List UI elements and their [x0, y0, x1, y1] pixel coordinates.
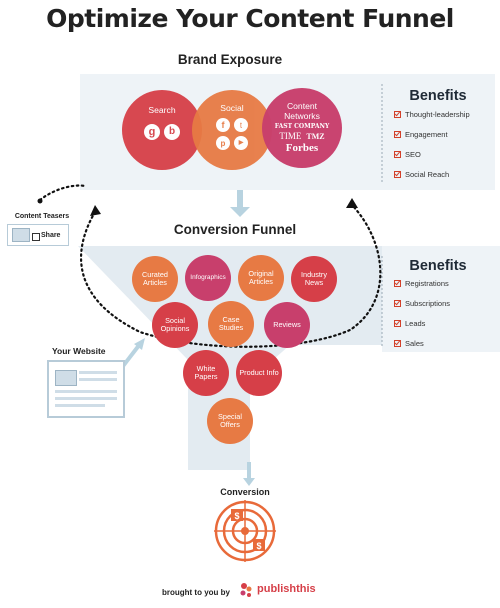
funnel-benefits-heading: Benefits	[409, 258, 467, 274]
fast-company-logo: FAST COMPANY	[274, 123, 330, 131]
industry-news-circle: Industry News	[291, 256, 337, 302]
google-icon: g	[144, 123, 160, 140]
conversion-label: Conversion	[220, 487, 270, 497]
reviews-circle: Reviews	[264, 302, 310, 348]
benefit-item: Registrations	[394, 277, 450, 289]
content-networks-label: Content Networks	[284, 100, 320, 121]
image-thumbnail-icon	[12, 228, 30, 242]
content-networks-circle: Content Networks FAST COMPANY TIME TMZ F…	[262, 88, 342, 168]
benefit-item: Leads	[394, 317, 450, 329]
benefit-item: Sales	[394, 337, 450, 349]
footer-prefix: brought to you by	[162, 588, 230, 597]
checkbox-icon	[394, 299, 401, 307]
social-opinions-circle: Social Opinions	[152, 302, 198, 348]
product-info-circle: Product Info	[236, 350, 282, 396]
brand-exposure-heading: Brand Exposure	[177, 52, 283, 67]
brand-benefits-list: Thought-leadership Engagement SEO Social…	[394, 108, 470, 180]
website-mockup	[47, 360, 125, 418]
funnel-benefits-list: Registrations Subscriptions Leads Sales	[394, 277, 450, 349]
infographics-circle: Infographics	[185, 255, 231, 301]
publishthis-logo: publishthis	[238, 580, 316, 598]
checkbox-icon	[394, 110, 401, 118]
checkbox-icon	[394, 319, 401, 327]
conversion-funnel-heading: Conversion Funnel	[173, 222, 297, 237]
share-label: Share	[41, 232, 61, 239]
content-teasers-label: Content Teasers	[14, 213, 70, 220]
white-papers-circle: White Papers	[183, 350, 229, 396]
curated-articles-circle: Curated Articles	[132, 256, 178, 302]
website-image-icon	[55, 370, 77, 386]
checkbox-icon	[394, 150, 401, 158]
youtube-icon: ▶	[234, 136, 248, 151]
checkbox-icon	[394, 279, 401, 287]
content-teaser-card: Share	[7, 224, 69, 246]
social-label: Social	[220, 102, 244, 113]
pinterest-icon: p	[216, 136, 230, 151]
benefit-item: Social Reach	[394, 168, 470, 180]
time-logo: TIME	[279, 131, 302, 142]
benefit-item: SEO	[394, 148, 470, 160]
forbes-logo: Forbes	[285, 141, 319, 154]
target-icon: $ $	[214, 500, 276, 562]
benefit-item: Engagement	[394, 128, 470, 140]
checkbox-icon	[394, 130, 401, 138]
down-arrow-icon-2	[243, 462, 255, 486]
checkbox-icon	[394, 339, 401, 347]
benefit-item: Subscriptions	[394, 297, 450, 309]
search-label: Search	[148, 105, 176, 116]
benefit-item: Thought-leadership	[394, 108, 470, 120]
twitter-icon: t	[234, 118, 248, 133]
page-title: Optimize Your Content Funnel	[46, 4, 454, 33]
search-circle: Search g b	[122, 90, 202, 170]
your-website-label: Your Website	[52, 346, 106, 356]
svg-text:$: $	[234, 511, 239, 521]
original-articles-circle: Original Articles	[238, 255, 284, 301]
down-arrow-icon	[230, 190, 250, 217]
brand-benefits-heading: Benefits	[409, 88, 467, 104]
facebook-icon: f	[216, 118, 230, 133]
publishthis-brand: publishthis	[257, 583, 316, 595]
checkbox-icon	[394, 170, 401, 178]
share-icon	[32, 233, 40, 241]
case-studies-circle: Case Studies	[208, 301, 254, 347]
publishthis-logo-icon	[240, 583, 252, 597]
special-offers-circle: Special Offers	[207, 398, 253, 444]
social-circle: Social f t p ▶	[192, 90, 272, 170]
bing-icon: b	[164, 123, 180, 140]
svg-text:$: $	[256, 541, 261, 551]
tmz-logo: TMZ	[306, 132, 325, 142]
